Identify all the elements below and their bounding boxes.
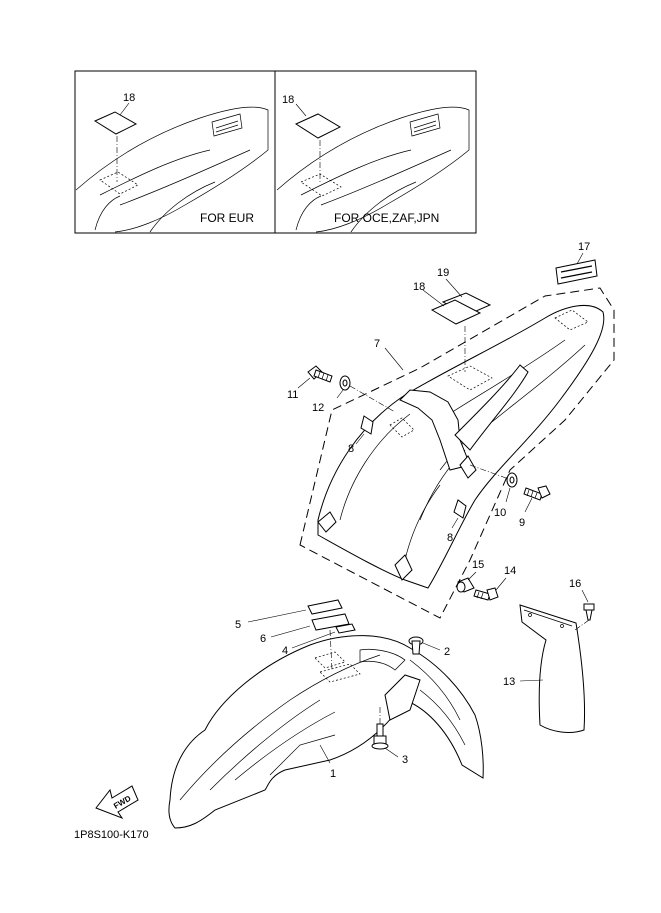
yamaha-emblem-icon: [409, 113, 441, 137]
callout-labels: 1 2 3 4 5 6 7 8 8 9 10 11 12 13 14 15 16…: [235, 241, 590, 780]
nut-8-upper: [355, 415, 374, 445]
yamaha-emblem-icon: [211, 113, 243, 137]
callout-13: 13: [503, 676, 515, 688]
callout-5: 5: [235, 619, 241, 631]
callout-12: 12: [312, 402, 324, 414]
callout-18: 18: [413, 281, 425, 293]
inset-panels: 18 FOR EUR 18 FOR OCE,ZAF,JPN: [74, 70, 477, 234]
callout-2: 2: [444, 646, 450, 658]
callout-16: 16: [569, 578, 581, 590]
callout-11: 11: [287, 389, 298, 401]
decal-6: [311, 613, 350, 631]
diagram-code: 1P8S100-K170: [74, 829, 149, 841]
callout-9: 9: [519, 517, 525, 529]
nut-8-lower: [451, 499, 467, 529]
callout-4: 4: [282, 645, 288, 657]
callout-15: 15: [472, 559, 484, 571]
decal-18-eur: [93, 111, 138, 135]
collar-15: [456, 571, 477, 593]
callout-7: 7: [374, 338, 380, 350]
callout-17: 17: [578, 241, 590, 253]
callout-10: 10: [494, 507, 506, 519]
inset-eur: 18 FOR EUR: [75, 92, 269, 233]
callout-1: 1: [330, 768, 336, 780]
inset-oce-zaf-jpn: 18 FOR OCE,ZAF,JPN: [276, 94, 470, 233]
bolt-9: [523, 485, 551, 513]
caption-oce-zaf-jpn: FOR OCE,ZAF,JPN: [334, 211, 439, 225]
decal-17: [555, 252, 598, 285]
decal-18-oce: [294, 113, 342, 139]
assembly-7-boundary: [299, 287, 615, 619]
bolt-11: [297, 365, 333, 389]
decal-5: [307, 599, 343, 615]
fwd-arrow-icon: FWD: [95, 785, 139, 820]
callout-19: 19: [437, 267, 449, 279]
callout-3: 3: [402, 754, 408, 766]
bolt-2: [408, 636, 441, 655]
callout-8-lower: 8: [447, 532, 453, 544]
callout-6: 6: [260, 633, 266, 645]
bolt-3: [371, 705, 399, 758]
callout-14: 14: [504, 565, 516, 577]
washer-10: [469, 464, 518, 503]
front-fender: [168, 629, 484, 829]
decal-4: [335, 623, 356, 634]
screw-16: [574, 589, 595, 631]
caption-eur: FOR EUR: [200, 211, 254, 225]
callout-18-oce: 18: [282, 94, 294, 106]
mud-flap-13: [519, 604, 586, 733]
callout-8-upper: 8: [348, 443, 354, 455]
callout-18-eur: 18: [123, 92, 135, 104]
rear-fender-assembly: [297, 252, 615, 619]
bolt-14: [473, 577, 507, 601]
washer-12: [336, 375, 396, 413]
